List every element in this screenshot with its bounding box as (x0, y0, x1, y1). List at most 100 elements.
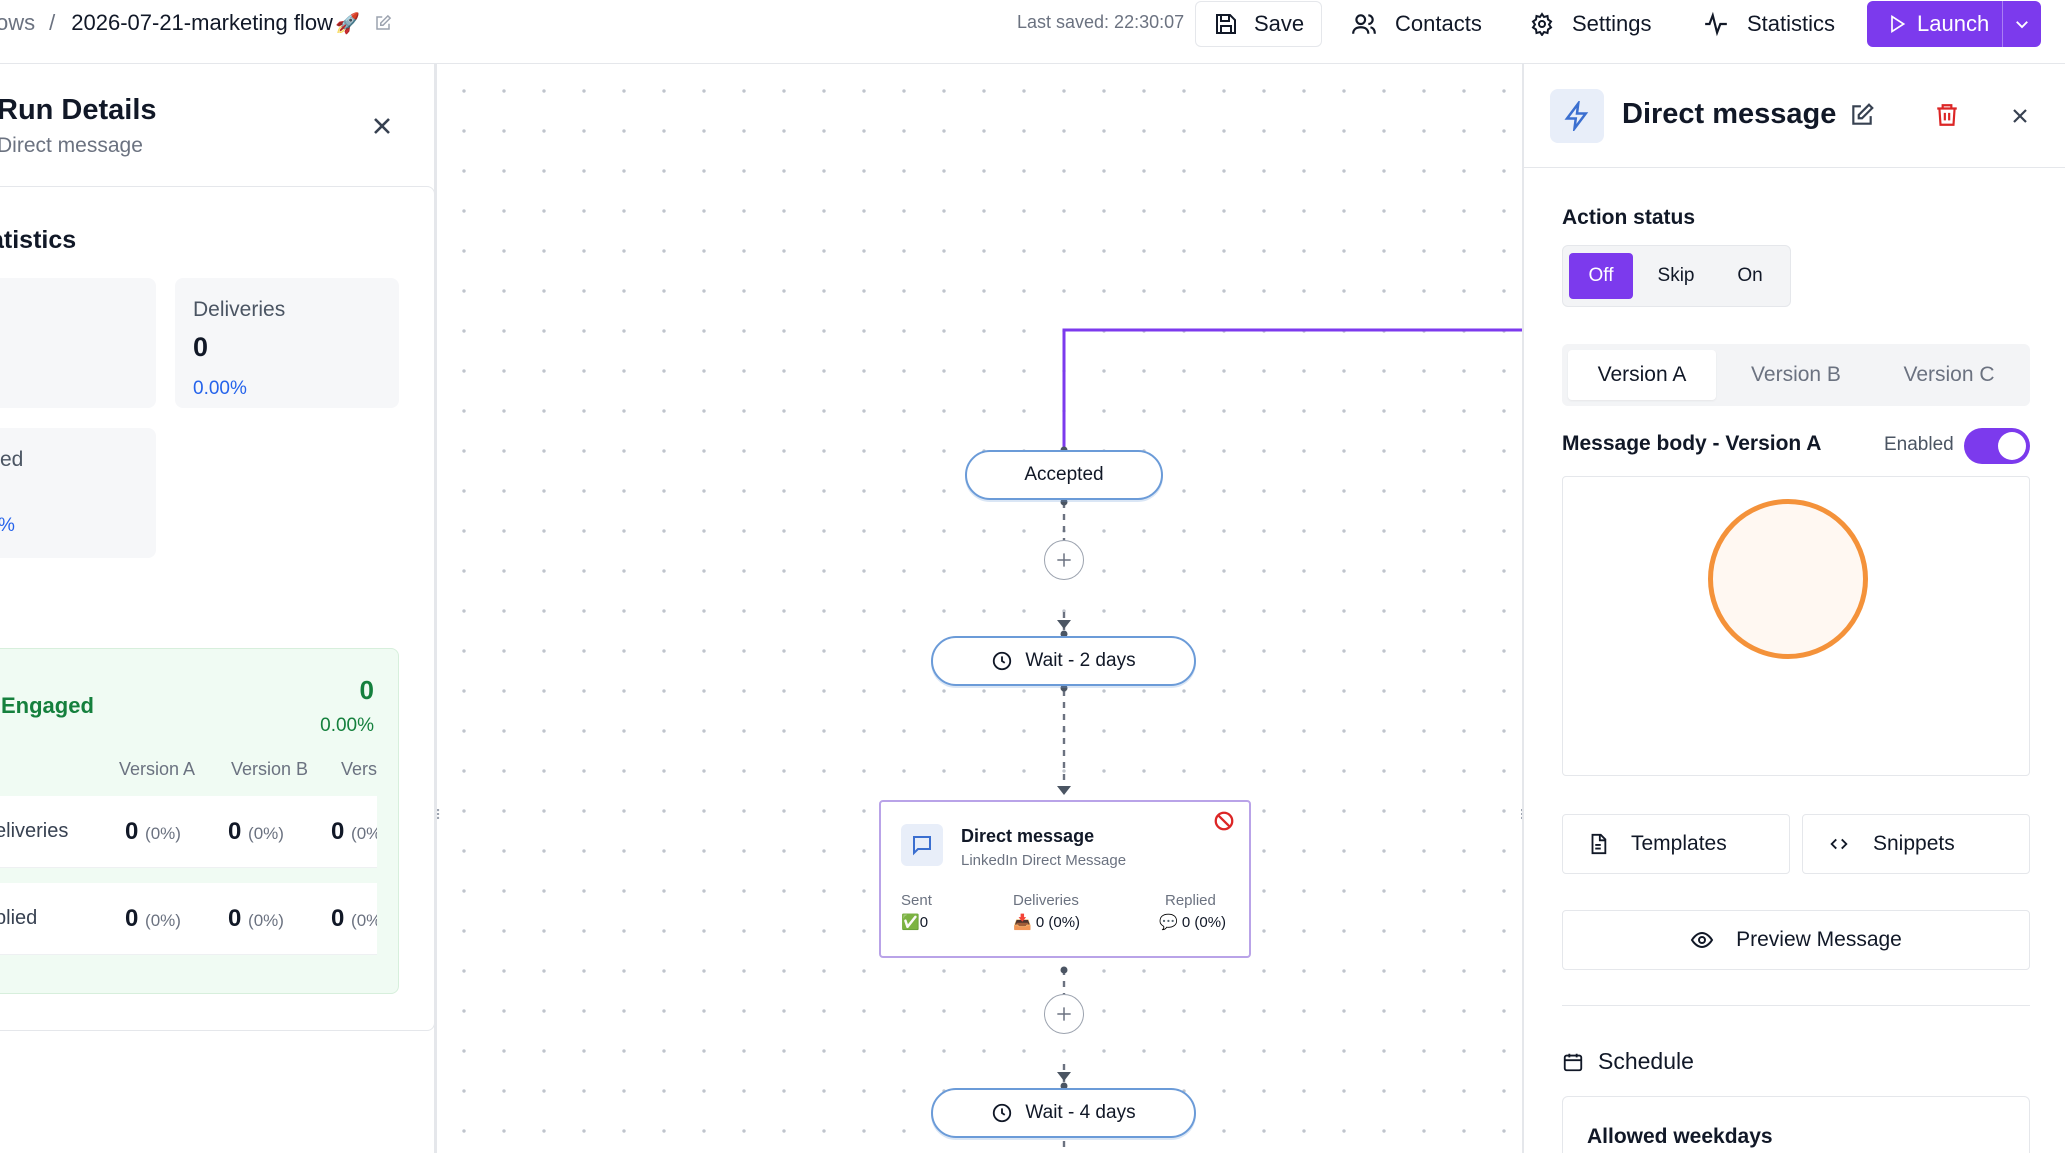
toggle-knob (1998, 432, 2026, 460)
panel-title: Direct message (1622, 98, 1837, 130)
wait-2-days-node[interactable]: Wait - 2 days (931, 636, 1196, 686)
clock-icon (991, 650, 1013, 672)
launch-button[interactable]: Launch (1867, 1, 2041, 47)
table-cell: 0 (0%) (228, 905, 284, 932)
save-button-label: Save (1254, 11, 1305, 36)
deliveries-percent: 0.00% (193, 378, 247, 399)
save-icon (1214, 12, 1238, 36)
message-body-editor[interactable] (1562, 476, 2030, 776)
run-details-subtitle: Direct message (0, 134, 143, 157)
accepted-node-label: Accepted (1024, 464, 1104, 485)
schedule-label: Schedule (1598, 1048, 1694, 1074)
snippets-button[interactable]: Snippets (1802, 814, 2030, 874)
breadcrumb-flows-link[interactable]: ows (0, 10, 36, 35)
save-button[interactable]: Save (1195, 1, 1322, 47)
replied-label: ed (0, 448, 24, 471)
rocket-emoji: 🚀 (334, 12, 360, 35)
wait-4-days-label: Wait - 4 days (1025, 1102, 1136, 1123)
preview-message-label: Preview Message (1736, 928, 1902, 951)
chevron-down-icon (2013, 15, 2031, 33)
edit-title-icon[interactable] (374, 14, 392, 32)
run-details-title: Run Details (0, 94, 157, 126)
top-bar: ows / 2026-07-21-marketing flow 🚀 Last s… (0, 0, 2065, 64)
add-step-button[interactable] (1044, 994, 1084, 1034)
inbox-emoji: 📥 (1013, 914, 1032, 931)
flow-canvas[interactable]: Accepted Wait - 2 days Direct message Li… (440, 64, 1522, 1153)
launch-button-label: Launch (1917, 11, 1990, 36)
wait-2-days-label: Wait - 2 days (1025, 650, 1136, 671)
dm-replied-stat: Replied 💬 0 (0%) (1159, 892, 1227, 931)
wait-4-days-node[interactable]: Wait - 4 days (931, 1088, 1196, 1138)
status-option-on[interactable]: On (1737, 265, 1763, 286)
branch-connector-line (1062, 328, 1522, 450)
direct-message-node[interactable]: Direct message LinkedIn Direct Message S… (879, 800, 1251, 958)
engaged-card: Engaged 0 0.00% Version A Version B Vers… (0, 648, 399, 994)
document-icon (1587, 833, 1609, 855)
table-cell: 0 (0%) (125, 818, 181, 845)
trash-icon[interactable] (1934, 102, 1960, 128)
deliveries-stat-tile: Deliveries 0 0.00% (175, 278, 399, 408)
breadcrumb: ows / 2026-07-21-marketing flow 🚀 (0, 8, 392, 38)
settings-button-label: Settings (1572, 11, 1652, 36)
launch-main-button[interactable]: Launch (1867, 1, 2003, 47)
connector-dots (1060, 446, 1068, 1090)
engaged-percent: 0.00% (320, 715, 374, 736)
breadcrumb-separator: / (49, 10, 56, 35)
status-option-off[interactable]: Off (1569, 253, 1633, 299)
tab-version-c[interactable]: Version C (1903, 363, 1995, 386)
statistics-title: atistics (0, 226, 77, 254)
replied-percent: % (0, 515, 15, 537)
table-header-version-b: Version B (231, 759, 309, 779)
action-status-label: Action status (1562, 206, 1696, 229)
table-header-version-a: Version A (119, 759, 196, 779)
accepted-node[interactable]: Accepted (965, 450, 1163, 500)
plus-icon (1054, 1004, 1074, 1024)
clock-icon (991, 1102, 1013, 1124)
preview-message-button[interactable]: Preview Message (1562, 910, 2030, 970)
dm-node-title: Direct message (961, 826, 1095, 846)
enabled-toggle[interactable] (1964, 428, 2030, 464)
flow-connectors (1057, 328, 1522, 1153)
check-emoji: ✅ (901, 914, 920, 931)
activity-icon (1703, 11, 1729, 37)
allowed-weekdays-label: Allowed weekdays (1587, 1125, 1773, 1148)
tab-version-b[interactable]: Version B (1751, 363, 1841, 386)
users-icon (1351, 11, 1377, 37)
play-icon (1887, 14, 1907, 34)
status-option-skip[interactable]: Skip (1657, 265, 1695, 286)
table-row: plied 0 (0%) 0 (0%) 0 (0% (0, 883, 377, 955)
dm-deliveries-stat: Deliveries 📥 0 (0%) (1013, 892, 1081, 931)
dm-node-subtitle: LinkedIn Direct Message (961, 852, 1127, 869)
tab-version-a[interactable]: Version A (1568, 350, 1716, 400)
version-tabs: Version A Version B Version C (1562, 344, 2030, 406)
schedule-section-header[interactable]: Schedule (1562, 1048, 1694, 1075)
allowed-weekdays-card: Allowed weekdays (1562, 1096, 2030, 1153)
close-icon[interactable] (368, 112, 396, 140)
lightning-icon (1550, 89, 1604, 143)
panel-header: Direct message (1524, 64, 2065, 168)
add-step-button[interactable] (1044, 540, 1084, 580)
message-icon (901, 824, 943, 866)
connector-arrows (1057, 620, 1071, 1081)
launch-dropdown-toggle[interactable] (2003, 15, 2041, 33)
row-label: eliveries (0, 820, 69, 842)
statistics-button[interactable]: Statistics (1703, 1, 1835, 47)
action-settings-panel: Direct message Action status Off Skip On… (1522, 64, 2065, 1153)
edit-icon[interactable] (1849, 102, 1875, 128)
close-icon[interactable] (2008, 104, 2032, 128)
contacts-button[interactable]: Contacts (1351, 1, 1482, 47)
enabled-label: Enabled (1884, 434, 1954, 455)
contacts-button-label: Contacts (1395, 11, 1482, 36)
settings-button[interactable]: Settings (1530, 1, 1652, 47)
message-body-label: Message body - Version A (1562, 432, 1822, 455)
templates-button[interactable]: Templates (1562, 814, 1790, 874)
sent-stat-tile (0, 278, 156, 408)
code-icon (1827, 833, 1851, 855)
speech-bubble-emoji: 💬 (1159, 914, 1178, 931)
gear-icon (1530, 12, 1554, 36)
table-cell: 0 (0% (331, 905, 377, 932)
plus-icon (1054, 550, 1074, 570)
ban-icon (1213, 810, 1235, 832)
row-label: plied (0, 907, 38, 929)
run-details-panel: Run Details Direct message atistics Deli… (0, 64, 437, 1153)
